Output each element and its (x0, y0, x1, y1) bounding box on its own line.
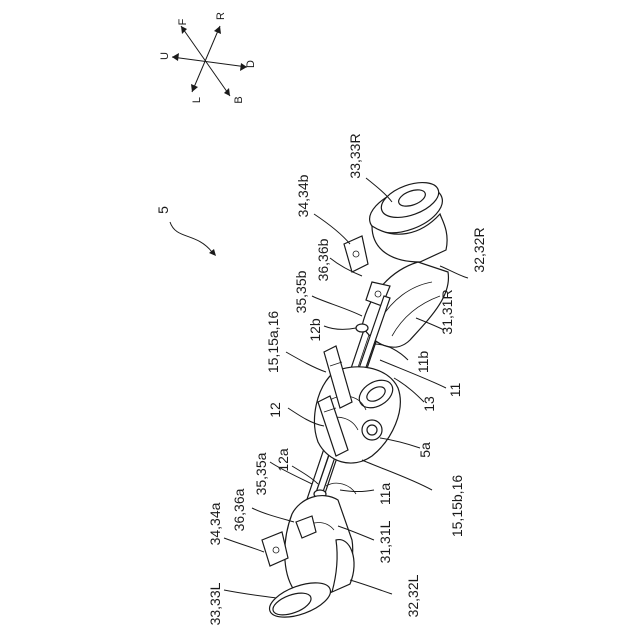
label-31-31r: 31,31R (439, 289, 455, 334)
label-5a: 5a (417, 442, 433, 458)
label-12a: 12a (275, 448, 291, 472)
axis-u-d (172, 57, 247, 67)
compass-f: F (177, 18, 189, 25)
label-34-34a: 34,34a (207, 502, 223, 545)
axis-r-l (192, 26, 220, 92)
label-34-34b: 34,34b (295, 174, 311, 217)
label-11a: 11a (377, 483, 393, 506)
label-12: 12 (267, 402, 283, 418)
label-33-33r: 33,33R (347, 133, 363, 178)
compass-b: B (233, 96, 245, 103)
label-15-15b-16: 15,15b,16 (449, 475, 465, 537)
direction-compass: F R U D L B (159, 12, 257, 104)
compass-r: R (215, 12, 227, 20)
label-15-15a-16: 15,15a,16 (265, 311, 281, 373)
label-35-35b: 35,35b (293, 270, 309, 313)
label-11: 11 (447, 383, 463, 398)
label-32-32l: 32,32L (405, 574, 421, 617)
label-13: 13 (421, 396, 437, 412)
joint-12b (356, 324, 368, 332)
assembly-reference: 5 (155, 206, 216, 256)
label-31-31l: 31,31L (377, 520, 393, 563)
label-11b: 11b (415, 351, 431, 374)
leader-assembly (170, 222, 212, 252)
compass-l: L (191, 97, 203, 103)
compass-u: U (159, 52, 171, 60)
arrow-u-icon (172, 53, 179, 61)
compass-d: D (245, 60, 257, 68)
bracket-left (262, 532, 288, 566)
label-32-32r: 32,32R (471, 227, 487, 272)
band-11a (326, 483, 356, 494)
label-36-36b: 36,36b (315, 238, 331, 281)
label-assembly: 5 (155, 206, 171, 214)
label-12b: 12b (307, 318, 323, 342)
label-33-33l: 33,33L (207, 582, 223, 625)
label-35-35a: 35,35a (253, 452, 269, 495)
label-36-36a: 36,36a (231, 488, 247, 531)
